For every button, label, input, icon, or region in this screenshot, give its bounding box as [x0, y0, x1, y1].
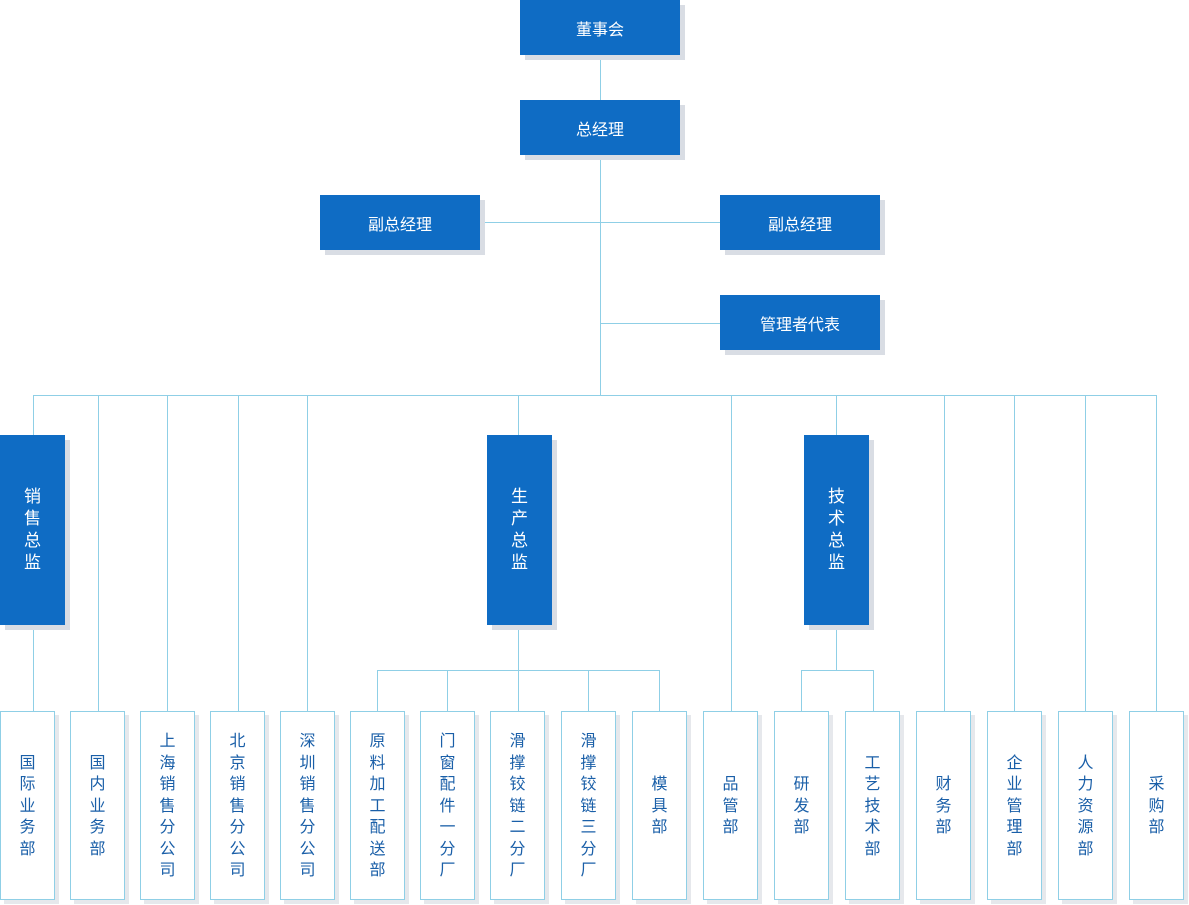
- general-manager-label: 总经理: [575, 119, 624, 139]
- board-box: 董事会: [520, 0, 680, 55]
- sales-director-label: 销售总监: [24, 487, 41, 573]
- dept-label: 模具部: [651, 774, 668, 837]
- dept-box: 模具部: [632, 711, 687, 900]
- dept-label: 工艺技术部: [864, 752, 881, 858]
- dept-box: 滑撑铰链三分厂: [561, 711, 616, 900]
- dept-label: 人力资源部: [1077, 752, 1094, 858]
- dept-label: 国内业务部: [89, 752, 106, 858]
- tech-director-label: 技术总监: [828, 487, 845, 573]
- dept-label: 滑撑铰链二分厂: [509, 731, 526, 880]
- sales-director-box: 销售总监: [0, 435, 65, 625]
- management-rep-label: 管理者代表: [759, 314, 840, 334]
- dept-label: 门窗配件一分厂: [439, 731, 456, 880]
- dept-label: 品管部: [722, 774, 739, 837]
- dept-box: 人力资源部: [1058, 711, 1113, 900]
- vice-gm-left-box: 副总经理: [320, 195, 480, 250]
- dept-label: 滑撑铰链三分厂: [580, 731, 597, 880]
- dept-label: 深圳销售分公司: [299, 731, 316, 880]
- vice-gm-right-label: 副总经理: [767, 214, 832, 234]
- dept-box: 国际业务部: [0, 711, 55, 900]
- dept-box: 国内业务部: [70, 711, 125, 900]
- management-rep-box: 管理者代表: [720, 295, 880, 350]
- dept-label: 国际业务部: [19, 752, 36, 858]
- dept-label: 企业管理部: [1006, 752, 1023, 858]
- dept-box: 深圳销售分公司: [280, 711, 335, 900]
- dept-box: 研发部: [774, 711, 829, 900]
- dept-box: 品管部: [703, 711, 758, 900]
- production-director-label: 生产总监: [511, 487, 528, 573]
- general-manager-box: 总经理: [520, 100, 680, 155]
- dept-label: 财务部: [935, 774, 952, 837]
- dept-label: 北京销售分公司: [229, 731, 246, 880]
- dept-label: 原料加工配送部: [369, 731, 386, 880]
- dept-box: 北京销售分公司: [210, 711, 265, 900]
- dept-box: 企业管理部: [987, 711, 1042, 900]
- dept-box: 门窗配件一分厂: [420, 711, 475, 900]
- dept-box: 采购部: [1129, 711, 1184, 900]
- dept-label: 上海销售分公司: [159, 731, 176, 880]
- production-director-box: 生产总监: [487, 435, 552, 625]
- dept-label: 采购部: [1148, 774, 1165, 837]
- vice-gm-left-label: 副总经理: [367, 214, 432, 234]
- dept-label: 研发部: [793, 774, 810, 837]
- dept-box: 上海销售分公司: [140, 711, 195, 900]
- dept-box: 工艺技术部: [845, 711, 900, 900]
- dept-box: 滑撑铰链二分厂: [490, 711, 545, 900]
- board-label: 董事会: [575, 19, 624, 39]
- vice-gm-right-box: 副总经理: [720, 195, 880, 250]
- dept-box: 原料加工配送部: [350, 711, 405, 900]
- tech-director-box: 技术总监: [804, 435, 869, 625]
- dept-box: 财务部: [916, 711, 971, 900]
